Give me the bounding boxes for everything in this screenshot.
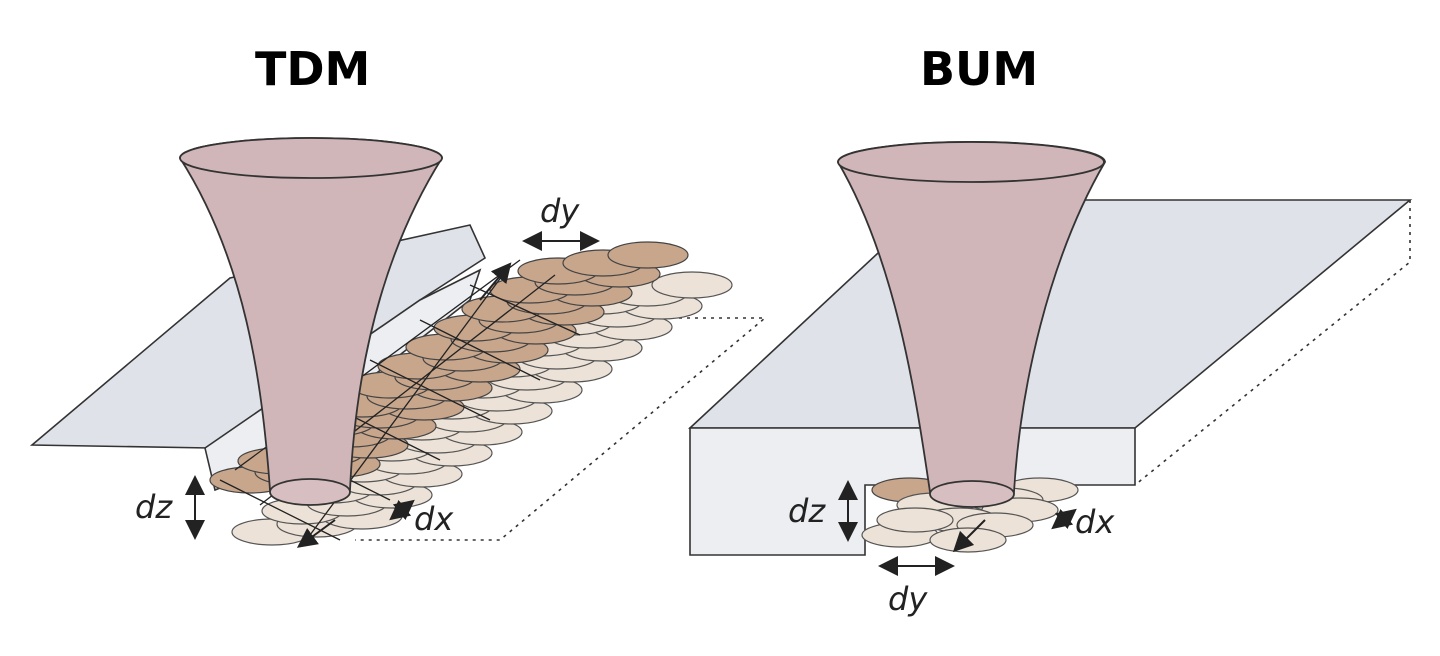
bum-spot	[876, 507, 954, 533]
tdm-dx-label: dx	[414, 500, 454, 538]
bum-dy-label: dy	[888, 580, 928, 618]
bum-scan-arrow	[952, 519, 986, 553]
tdm-focus-spot	[269, 478, 351, 506]
tdm-scan-arrow-down	[296, 519, 336, 548]
tdm-spot-upper	[607, 241, 689, 269]
bum-panel: dz dy dx	[687, 141, 1413, 618]
bum-spot	[929, 527, 1007, 553]
bum-title: BUM	[920, 42, 1039, 96]
tdm-title: TDM	[255, 42, 371, 96]
bum-slab-front	[689, 427, 1136, 556]
tdm-spot-lower	[651, 271, 733, 299]
bum-dx-label: dx	[1075, 503, 1115, 541]
bum-dx-arrow	[1051, 508, 1077, 530]
tdm-scan-arrow-up	[479, 262, 512, 301]
tdm-dz-label: dz	[135, 488, 173, 526]
bum-volume-outline	[1134, 200, 1411, 486]
tdm-volume-outline	[355, 317, 768, 541]
tdm-panel: dy dz dx	[29, 137, 768, 548]
bum-cone-top	[837, 141, 1105, 183]
tdm-dy-label: dy	[540, 192, 580, 230]
bum-focus-spot	[929, 480, 1015, 508]
bum-dz-label: dz	[788, 492, 826, 530]
tdm-cone-top	[179, 137, 443, 179]
tdm-dx-arrow	[389, 499, 415, 521]
